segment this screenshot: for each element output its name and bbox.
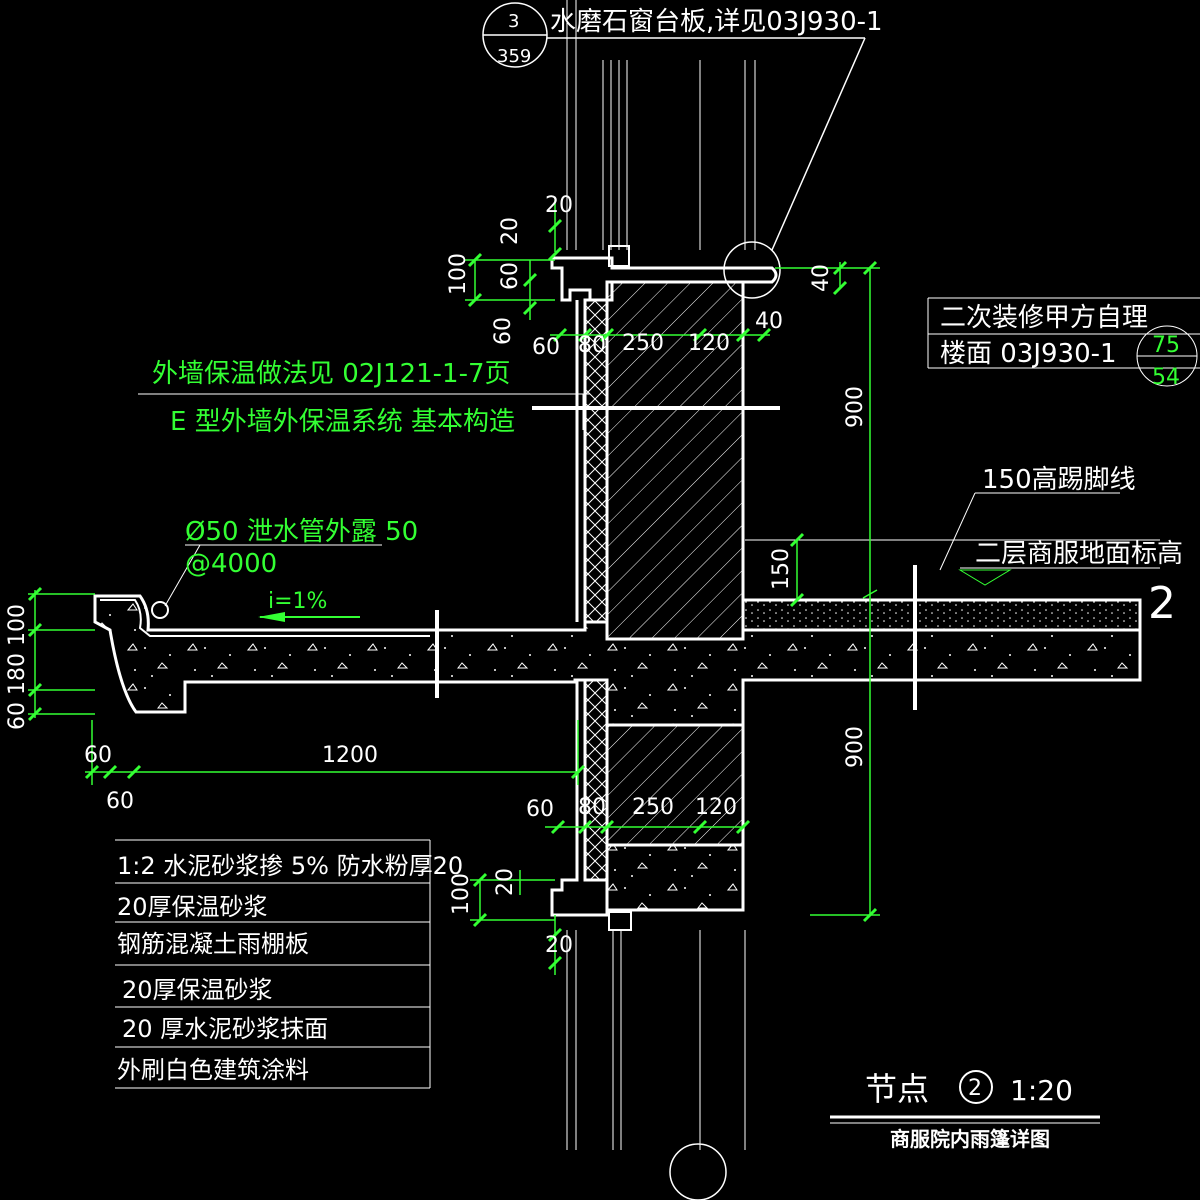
floor-note-1: 二次装修甲方自理 xyxy=(940,303,1148,333)
floor-screed xyxy=(741,598,1142,632)
axis-circle xyxy=(669,1143,727,1200)
dim-lower-100: 100 xyxy=(449,873,474,915)
floor-note-2: 楼面 03J930-1 xyxy=(940,339,1117,369)
drawing-subtitle: 商服院内雨篷详图 xyxy=(890,1127,1050,1151)
floor-ref-bottom: 54 xyxy=(1152,365,1180,390)
floor-ref-top: 75 xyxy=(1152,333,1180,358)
dim-top-60: 60 xyxy=(498,262,523,290)
wall-structure xyxy=(566,0,756,1150)
drawing-title: 节点 xyxy=(865,1070,929,1108)
lower-lintel xyxy=(605,843,745,912)
dim-lower-60: 60 xyxy=(526,797,554,822)
dim-right-900-bottom: 900 xyxy=(843,726,868,768)
dim-top-20: 20 xyxy=(545,193,573,218)
floor-level-note: 二层商服地面标高 xyxy=(975,539,1183,569)
dim-lower-120: 120 xyxy=(695,795,737,820)
dim-top-60b: 60 xyxy=(491,317,516,345)
layer-4: 20厚保温砂浆 xyxy=(122,976,273,1004)
layer-1: 1:2 水泥砂浆掺 5% 防水粉厚20 xyxy=(117,852,463,880)
dimension-ticks xyxy=(27,218,878,971)
dim-lower-20b: 20 xyxy=(545,933,573,958)
insulation-note-1: 外墙保温做法见 02J121-1-7页 xyxy=(152,359,511,389)
dim-top-40: 40 xyxy=(809,264,834,292)
lower-brick-wall xyxy=(605,723,745,847)
dim-left-vertical: 60 180 100 xyxy=(5,604,30,730)
title-underline xyxy=(830,1070,1100,1124)
dim-top-100: 100 xyxy=(446,253,471,295)
dim-top-row-120: 120 xyxy=(688,331,730,356)
insulation-note-2: E 型外墙外保温系统 基本构造 xyxy=(170,407,515,437)
skirting-note: 150高踢脚线 xyxy=(982,465,1136,495)
sill-callout-text: 水磨石窗台板,详见03J930-1 xyxy=(550,7,883,37)
layer-5: 20 厚水泥砂浆抹面 xyxy=(122,1015,328,1043)
lower-insulation-layer xyxy=(583,678,609,882)
sill-callout-leader xyxy=(482,2,866,299)
sill-detail-number: 3 xyxy=(508,11,519,32)
dim-skirting-150: 150 xyxy=(769,548,794,590)
dimension-lines xyxy=(28,200,880,975)
dim-right-900-top: 900 xyxy=(843,386,868,428)
drain-pipe-symbol xyxy=(151,601,169,619)
dim-bottom-60b: 60 xyxy=(106,789,134,814)
insulation-callout-lines xyxy=(138,393,590,430)
sill-sheet-number: 359 xyxy=(497,46,531,67)
dim-top-20-vertical: 20 xyxy=(498,217,523,245)
window-sill xyxy=(550,245,778,302)
drain-spacing-note: @4000 xyxy=(185,549,277,579)
dim-top-row-60: 60 xyxy=(532,335,560,360)
layer-3: 钢筋混凝土雨棚板 xyxy=(117,930,309,958)
dim-bottom-60a: 60 xyxy=(84,743,112,768)
drawing-scale: 1:20 xyxy=(1010,1074,1073,1107)
axis-label: 2 xyxy=(1148,578,1176,629)
dim-lower-20: 20 xyxy=(493,868,518,896)
dim-top-row-250: 250 xyxy=(622,331,664,356)
dim-lower-250: 250 xyxy=(632,795,674,820)
drain-pipe-note: Ø50 泄水管外露 50 xyxy=(185,517,418,547)
drawing-node-number: 2 xyxy=(968,1076,982,1101)
floor-note-box xyxy=(927,297,1200,387)
slope-label: i=1% xyxy=(268,589,327,614)
dim-bottom-1200: 1200 xyxy=(322,743,378,768)
dim-top-row-40: 40 xyxy=(755,309,783,334)
layer-2: 20厚保温砂浆 xyxy=(117,893,268,921)
dim-lower-80: 80 xyxy=(578,795,606,820)
dim-top-row-80: 80 xyxy=(578,333,606,358)
slope-arrow xyxy=(258,612,360,622)
layer-6: 外刷白色建筑涂料 xyxy=(117,1056,309,1084)
break-lines xyxy=(435,406,917,710)
floor-level-leader xyxy=(745,492,1160,586)
layer-table-lines xyxy=(115,839,431,1089)
